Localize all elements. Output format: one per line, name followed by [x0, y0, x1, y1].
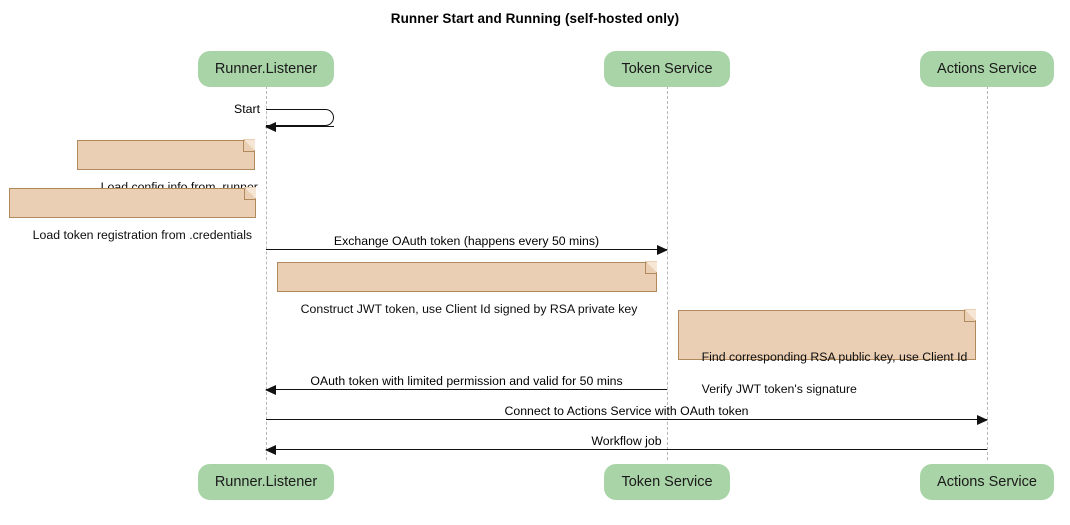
note-fold-icon	[964, 309, 976, 322]
participant-actions-service-bottom[interactable]: Actions Service	[920, 464, 1054, 500]
self-message-label-start: Start	[234, 102, 260, 116]
participant-actions-service-top[interactable]: Actions Service	[920, 51, 1054, 87]
note-fold-icon	[243, 139, 255, 152]
participant-token-service-bottom[interactable]: Token Service	[604, 464, 730, 500]
participant-label: Token Service	[621, 474, 713, 490]
participant-label: Actions Service	[937, 61, 1037, 77]
message-label-connect-actions: Connect to Actions Service with OAuth to…	[504, 404, 749, 418]
lifeline-actions	[987, 86, 988, 460]
note-construct-jwt: Construct JWT token, use Client Id signe…	[277, 261, 657, 316]
diagram-title: Runner Start and Running (self-hosted on…	[390, 11, 680, 26]
arrowhead-left-icon	[265, 444, 276, 455]
message-label-exchange-oauth: Exchange OAuth token (happens every 50 m…	[333, 234, 600, 248]
arrowhead-left-icon	[265, 121, 276, 132]
participant-token-service-top[interactable]: Token Service	[604, 51, 730, 87]
arrowhead-right-icon	[657, 244, 668, 255]
lifeline-token	[667, 86, 668, 460]
message-oauth-token-return	[265, 384, 667, 395]
message-label-oauth-token-return: OAuth token with limited permission and …	[310, 374, 623, 388]
participant-label: Runner.Listener	[214, 61, 318, 77]
self-message-start	[266, 109, 334, 126]
note-fold-icon	[244, 187, 256, 200]
note-text: Load token registration from .credential…	[32, 228, 253, 242]
note-load-token-registration: Load token registration from .credential…	[9, 187, 256, 242]
participant-label: Token Service	[621, 61, 713, 77]
self-message-return-line-start	[265, 121, 334, 132]
note-fold-icon	[645, 261, 657, 274]
lifeline-runner	[266, 86, 267, 460]
message-connect-actions	[266, 414, 988, 425]
message-exchange-oauth	[266, 244, 668, 255]
arrowhead-left-icon	[265, 384, 276, 395]
participant-label: Actions Service	[937, 474, 1037, 490]
note-text-line2: Verify JWT token's signature	[701, 382, 857, 396]
participant-label: Runner.Listener	[214, 474, 318, 490]
participant-runner-listener-bottom[interactable]: Runner.Listener	[198, 464, 334, 500]
note-text: Construct JWT token, use Client Id signe…	[300, 302, 638, 316]
participant-runner-listener-top[interactable]: Runner.Listener	[198, 51, 334, 87]
note-text-line1: Find corresponding RSA public key, use C…	[701, 350, 968, 364]
message-label-workflow-job: Workflow job	[591, 434, 662, 448]
note-load-config: Load config info from .runner	[77, 139, 258, 194]
arrowhead-right-icon	[977, 414, 988, 425]
note-verify-jwt: Find corresponding RSA public key, use C…	[678, 309, 976, 396]
message-workflow-job	[265, 444, 987, 455]
